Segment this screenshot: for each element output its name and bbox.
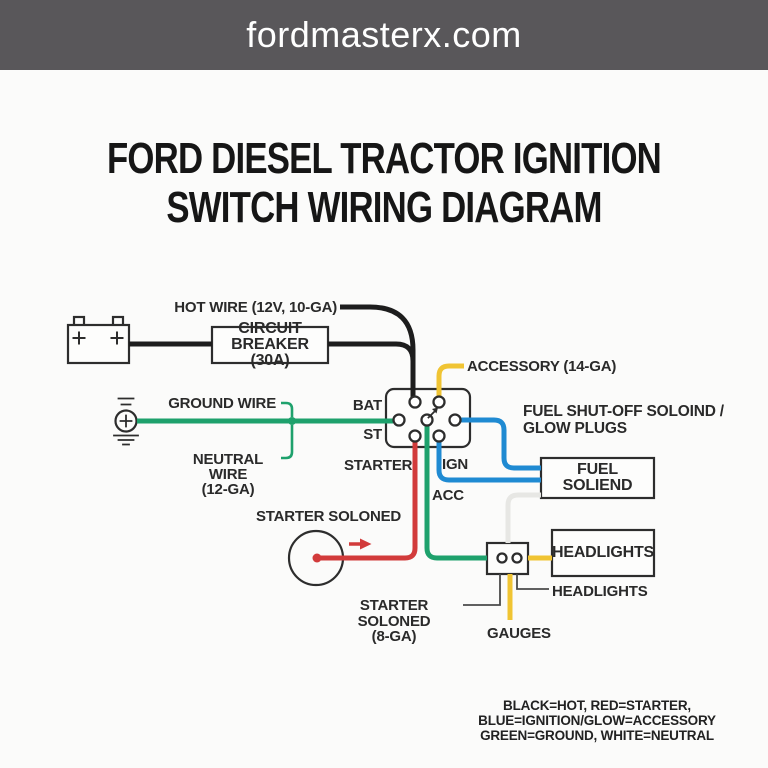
starter-wire-end-dot <box>312 553 322 563</box>
ground-icon <box>113 397 139 446</box>
site-domain: fordmasterx.com <box>246 14 522 55</box>
connector-pin-right <box>511 552 523 564</box>
wire-accessory <box>436 363 464 397</box>
connector-pin-left <box>496 552 508 564</box>
wire-ign-to-fuel-solenoid <box>436 441 541 483</box>
neutral-wire-line1: NEUTRAL WIRE <box>192 451 264 483</box>
accessory-label: ACCESSORY (14-GA) <box>467 358 617 375</box>
terminal-ground <box>392 413 406 427</box>
neutral-wire-label: NEUTRAL WIRE (12-GA) <box>180 452 276 497</box>
legend-line1: BLACK=HOT, RED=STARTER, <box>503 698 691 713</box>
ground-junction-dot <box>288 417 296 425</box>
wire-ground-label-tap <box>281 401 294 417</box>
color-legend: BLACK=HOT, RED=STARTER, BLUE=IGNITION/GL… <box>432 698 762 744</box>
headlights-box-label: HEADLIGHTS <box>552 544 655 561</box>
wire-hot-label-to-switch <box>340 304 416 397</box>
fuel-shutoff-line1: FUEL SHUT-OFF SOLOIND / <box>523 403 724 420</box>
legend-line2: BLUE=IGNITION/GLOW=ACCESSORY <box>478 712 716 728</box>
neutral-wire-line2: (12-GA) <box>201 481 255 498</box>
terminal-ign <box>432 429 446 443</box>
wire-neutral <box>505 492 541 543</box>
headlights-box <box>550 528 656 578</box>
flow-arrow-icon <box>360 538 372 550</box>
leader-headlights <box>516 574 549 590</box>
terminal-glow <box>448 413 462 427</box>
wire-switch-to-connector <box>424 426 487 561</box>
switch-terminals <box>392 395 462 443</box>
wire-switch-to-fuel-solenoid-upper <box>461 417 541 471</box>
fuel-solenoid-label: FUEL SOLIEND <box>562 461 633 494</box>
fuel-shutoff-line2: GLOW PLUGS <box>523 419 627 437</box>
gauges-label: GAUGES <box>487 625 551 642</box>
starter-wire-line1: STARTER SOLONED <box>357 597 431 630</box>
bat-label: BAT <box>352 397 382 414</box>
st-label: ST <box>363 426 382 443</box>
acc-label: ACC <box>432 487 464 504</box>
diagram-title-line2: SWITCH WIRING DIAGRAM <box>166 183 602 232</box>
switch-key-arrowhead <box>432 407 438 414</box>
starter-wire-label: STARTER SOLONED (8-GA) <box>333 598 455 645</box>
diagram-title-line1: FORD DIESEL TRACTOR IGNITION <box>106 134 662 183</box>
wire-switch-to-starter-solenoid <box>317 441 418 561</box>
wire-breaker-to-switch <box>328 341 416 362</box>
site-header: fordmasterx.com <box>0 0 768 70</box>
starter-label: STARTER <box>344 457 413 474</box>
leader-starter-solenoid-wire <box>463 574 501 606</box>
ign-label: IGN <box>442 456 469 473</box>
diagram-title: FORD DIESEL TRACTOR IGNITION SWITCH WIRI… <box>81 134 688 232</box>
circuit-breaker-line1: CIRCUIT BREAKER <box>231 320 309 353</box>
switch-key-arrow <box>427 410 436 419</box>
circuit-breaker-box <box>210 325 330 365</box>
starter-solenoid-label: STARTER SOLONED <box>256 508 402 525</box>
fuel-solenoid-box <box>539 456 656 500</box>
wire-neutral-label-tap <box>281 425 294 460</box>
terminal-acc-top <box>432 395 446 409</box>
terminal-st <box>408 429 422 443</box>
fuel-shutoff-label: FUEL SHUT-OFF SOLOIND / GLOW PLUGS <box>523 403 724 437</box>
battery-icon <box>66 315 131 365</box>
hot-wire-label: HOT WIRE (12V, 10-GA) <box>174 299 337 316</box>
starter-wire-line2: (8-GA) <box>371 628 417 645</box>
terminal-bat <box>408 395 422 409</box>
ground-wire-label: GROUND WIRE <box>168 395 276 412</box>
legend-line3: GREEN=GROUND, WHITE=NEUTRAL <box>480 727 714 743</box>
headlights-tag-label: HEADLIGHTS <box>552 583 648 600</box>
circuit-breaker-label: CIRCUIT BREAKER (30A) <box>213 321 327 369</box>
circuit-breaker-line2: (30A) <box>250 352 290 369</box>
